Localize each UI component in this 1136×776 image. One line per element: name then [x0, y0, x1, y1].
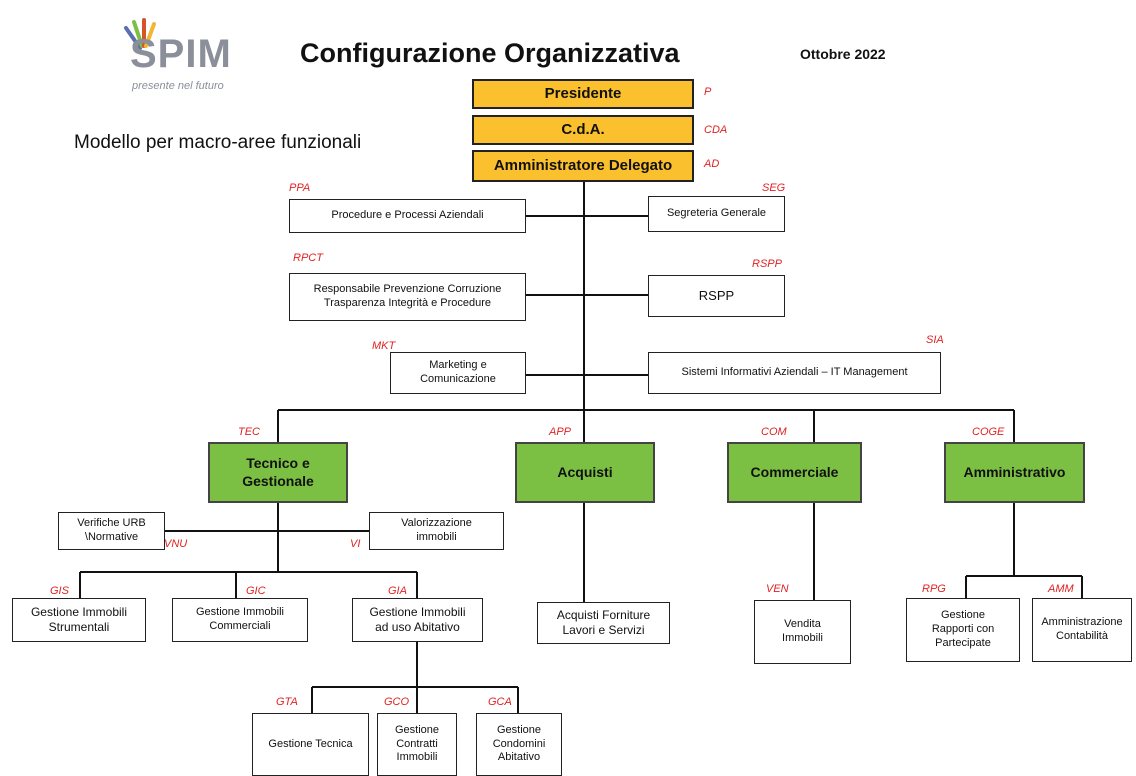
node-rpct: Responsabile Prevenzione Corruzione Tras…	[289, 273, 526, 321]
node-presidente: Presidente	[472, 79, 694, 109]
subtitle: Modello per macro-aree funzionali	[74, 132, 362, 153]
logo-text: SPIM	[130, 32, 232, 76]
node-amm: Amministrazione Contabilità	[1032, 598, 1132, 662]
code-presidente: P	[704, 86, 712, 98]
code-vnu: VNU	[164, 538, 188, 550]
page-title: Configurazione Organizzativa	[300, 38, 680, 68]
code-amm: AMM	[1048, 583, 1074, 595]
code-gis: GIS	[50, 585, 69, 597]
code-com: COM	[761, 426, 787, 438]
node-ad: Amministratore Delegato	[472, 150, 694, 182]
code-ppa: PPA	[289, 182, 311, 194]
node-vnu: Verifiche URB \Normative	[58, 512, 165, 550]
code-vi: VI	[350, 538, 361, 550]
code-seg: SEG	[762, 182, 786, 194]
code-tec: TEC	[238, 426, 260, 438]
code-cda: CDA	[704, 124, 728, 136]
code-gco: GCO	[384, 696, 410, 708]
node-ppa: Procedure e Processi Aziendali	[289, 199, 526, 233]
node-sia: Sistemi Informativi Aziendali – IT Manag…	[648, 352, 941, 394]
node-vi: Valorizzazione immobili	[369, 512, 504, 550]
logo-tagline: presente nel futuro	[132, 80, 224, 92]
date-label: Ottobre 2022	[800, 46, 886, 62]
node-ven: Vendita Immobili	[754, 600, 851, 664]
code-gta: GTA	[276, 696, 298, 708]
code-ven: VEN	[766, 583, 789, 595]
node-gic: Gestione Immobili Commerciali	[172, 598, 308, 642]
code-ad: AD	[704, 158, 720, 170]
node-rspp: RSPP	[648, 275, 785, 317]
node-gia: Gestione Immobili ad uso Abitativo	[352, 598, 483, 642]
code-coge: COGE	[972, 426, 1005, 438]
node-tec: Tecnico e Gestionale	[208, 442, 348, 503]
node-acq: Acquisti Forniture Lavori e Servizi	[537, 602, 670, 644]
code-mkt: MKT	[372, 340, 396, 352]
node-mkt: Marketing e Comunicazione	[390, 352, 526, 394]
code-rspp: RSPP	[752, 258, 782, 270]
node-gis: Gestione Immobili Strumentali	[12, 598, 146, 642]
code-rpg: RPG	[922, 583, 946, 595]
code-sia: SIA	[926, 334, 944, 346]
code-app: APP	[549, 426, 572, 438]
node-rpg: Gestione Rapporti con Partecipate	[906, 598, 1020, 662]
node-gca: Gestione Condomini Abitativo	[476, 713, 562, 776]
node-com: Commerciale	[727, 442, 862, 503]
code-gia: GIA	[388, 585, 407, 597]
code-gca: GCA	[488, 696, 512, 708]
node-seg: Segreteria Generale	[648, 196, 785, 232]
node-app: Acquisti	[515, 442, 655, 503]
node-cda: C.d.A.	[472, 115, 694, 145]
spim-logo: SPIM presente nel futuro	[118, 18, 268, 98]
code-gic: GIC	[246, 585, 266, 597]
node-gta: Gestione Tecnica	[252, 713, 369, 776]
node-coge: Amministrativo	[944, 442, 1085, 503]
logo-sunburst-icon	[124, 18, 156, 50]
code-rpct: RPCT	[293, 252, 323, 264]
node-gco: Gestione Contratti Immobili	[377, 713, 457, 776]
